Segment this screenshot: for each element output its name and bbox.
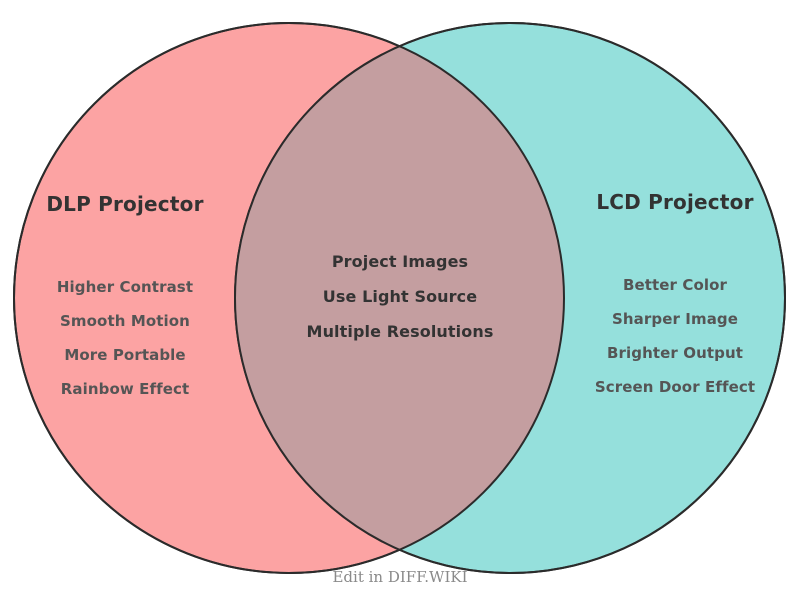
left-set-item: Rainbow Effect [60,380,190,398]
intersection-region[interactable] [235,23,785,573]
edit-watermark-link[interactable]: Edit in DIFF.WIKI [332,568,468,586]
intersection-item: Use Light Source [322,287,478,306]
right-set-group: LCD Projector Better Color Sharper Image… [555,190,795,404]
right-set-item: Screen Door Effect [594,378,756,396]
left-set-item: Higher Contrast [56,278,194,296]
right-set-title: LCD Projector [596,190,754,214]
left-set-item: More Portable [64,346,186,364]
left-set-group: DLP Projector Higher Contrast Smooth Mot… [5,192,245,406]
intersection-item-list: Project Images Use Light Source Multiple… [275,244,525,349]
right-set-item-list: Better Color Sharper Image Brighter Outp… [555,268,795,404]
left-set-outline [13,22,565,574]
right-set-item: Sharper Image [611,310,739,328]
left-set-title: DLP Projector [46,192,204,216]
left-set-item: Smooth Motion [60,312,190,330]
left-set-item-list: Higher Contrast Smooth Motion More Porta… [5,270,245,406]
intersection-item: Multiple Resolutions [306,322,494,341]
intersection-item: Project Images [331,252,469,271]
intersection-group: Project Images Use Light Source Multiple… [275,244,525,349]
right-set-item: Brighter Output [606,344,744,362]
right-set-item: Better Color [622,276,728,294]
right-set-outline [234,22,786,574]
